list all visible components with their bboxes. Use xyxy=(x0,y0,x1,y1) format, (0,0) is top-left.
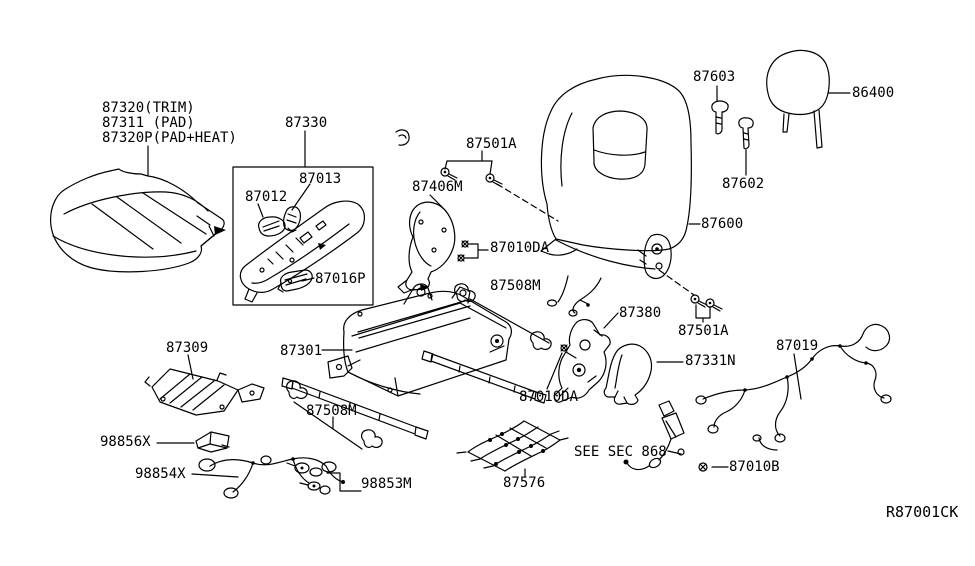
spring-mat-87576 xyxy=(456,420,569,472)
clamp-87508M-c xyxy=(454,283,476,303)
part-label-87331n: 87331N xyxy=(685,353,736,369)
seat-cushion-87320 xyxy=(50,168,226,273)
part-label-87309: 87309 xyxy=(166,340,209,356)
control-module-98856X xyxy=(195,431,230,453)
part-label-98853m: 98853M xyxy=(361,476,412,492)
side-shield-87406M xyxy=(397,201,456,294)
diagram-code: R87001CK xyxy=(886,503,959,521)
screw-87501A-4 xyxy=(705,298,723,312)
front-panel-87309 xyxy=(144,368,265,416)
part-label-98854x: 98854X xyxy=(135,466,186,482)
seat-trim-finisher-87330 xyxy=(239,200,365,303)
seatbelt-buckle-sec868 xyxy=(623,400,685,471)
clamp-87508M-b xyxy=(361,429,383,449)
part-label-87019: 87019 xyxy=(776,338,819,354)
part-label-87010b: 87010B xyxy=(729,459,780,475)
part-label-87508m-lower: 87508M xyxy=(306,403,357,419)
trim-clip-87012 xyxy=(258,216,286,237)
bolt-87010DA-upper-2 xyxy=(457,254,465,262)
bolt-87010DA-upper-1 xyxy=(461,240,469,248)
part-label-87016p: 87016P xyxy=(315,271,366,287)
part-label-87013: 87013 xyxy=(299,171,342,187)
screw-87501A-1 xyxy=(440,167,458,181)
screw-87501A-3 xyxy=(690,294,708,308)
bolt-87010B xyxy=(698,462,708,472)
part-label-87311-pad: 87311 (PAD) xyxy=(102,115,195,131)
seat-back-87600 xyxy=(540,74,692,317)
part-label-87603: 87603 xyxy=(693,69,736,85)
headrest-86400 xyxy=(766,49,830,149)
seat-frame-87301 xyxy=(281,283,547,440)
leader-lines xyxy=(147,85,851,492)
part-label-87576: 87576 xyxy=(503,475,546,491)
part-label-87012: 87012 xyxy=(245,189,288,205)
clamp-87508M-d xyxy=(530,331,552,351)
part-label-87602: 87602 xyxy=(722,176,765,192)
part-label-86400: 86400 xyxy=(852,85,895,101)
small-clip xyxy=(395,129,410,146)
harness-87019 xyxy=(695,323,892,451)
finisher-box-87330 xyxy=(232,166,374,306)
trim-switch-87013 xyxy=(283,206,302,233)
part-label-87600: 87600 xyxy=(701,216,744,232)
screw-87501A-2 xyxy=(485,173,503,187)
clamp-87508M-a xyxy=(286,380,308,400)
recliner-cover-87331N xyxy=(603,343,653,406)
part-label-87330: 87330 xyxy=(285,115,328,131)
part-label-87508m-upper: 87508M xyxy=(490,278,541,294)
headrest-guide-87602 xyxy=(738,117,754,150)
part-label-87320-trim: 87320(TRIM) xyxy=(102,100,195,116)
trim-handle-87016P xyxy=(277,269,313,293)
part-label-87010da-upper: 87010DA xyxy=(490,240,550,256)
see-sec-868-label: SEE SEC 868 xyxy=(574,444,667,460)
part-label-87406m: 87406M xyxy=(412,179,463,195)
recliner-mechanism-87380 xyxy=(553,319,611,403)
headrest-guide-87603 xyxy=(711,100,729,135)
part-label-87380: 87380 xyxy=(619,305,662,321)
connectors-98853M xyxy=(286,462,331,495)
part-label-87501a-lower: 87501A xyxy=(678,323,729,339)
harness-98854X xyxy=(198,455,345,499)
part-label-98856x: 98856X xyxy=(100,434,151,450)
part-label-87501a-upper: 87501A xyxy=(466,136,517,152)
part-label-87320p: 87320P(PAD+HEAT) xyxy=(102,130,237,146)
part-label-87301: 87301 xyxy=(280,343,323,359)
part-label-87010da-lower: 87010DA xyxy=(519,389,579,405)
